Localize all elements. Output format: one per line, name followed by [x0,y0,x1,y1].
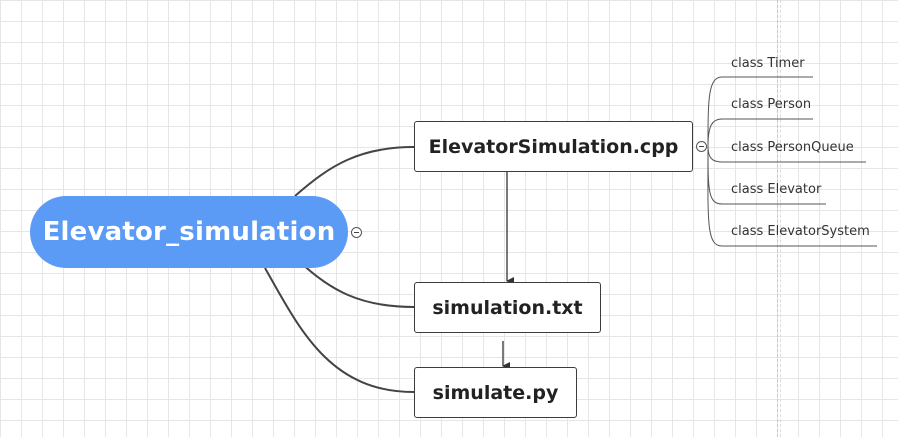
root-topic[interactable]: Elevator_simulation [30,196,348,268]
connector-cpp-class-person [707,118,813,147]
connector-cpp-class-elevatorsystem [707,145,877,247]
page-break-line [780,0,781,437]
connector-root-txt [299,261,415,308]
subtopic-class-elevatorsystem[interactable]: class ElevatorSystem [731,224,870,239]
topic-label: ElevatorSimulation.cpp [428,135,679,158]
connector-root-py [264,267,415,393]
topic-elevator-simulation-cpp[interactable]: ElevatorSimulation.cpp [414,121,693,172]
connector-root-cpp [294,146,415,197]
subtopic-class-person[interactable]: class Person [731,97,812,112]
collapse-icon[interactable] [351,227,362,238]
root-topic-label: Elevator_simulation [42,217,336,247]
topic-label: simulation.txt [432,296,583,319]
page-break-line [777,0,778,437]
subtopic-class-elevator[interactable]: class Elevator [731,182,822,197]
subtopic-class-personqueue[interactable]: class PersonQueue [731,140,854,155]
topic-simulate-py[interactable]: simulate.py [414,367,577,418]
subtopic-class-timer[interactable]: class Timer [731,56,805,71]
topic-simulation-txt[interactable]: simulation.txt [414,282,601,333]
collapse-icon[interactable] [696,141,707,152]
connector-cpp-class-timer [707,76,813,147]
topic-label: simulate.py [432,381,559,404]
